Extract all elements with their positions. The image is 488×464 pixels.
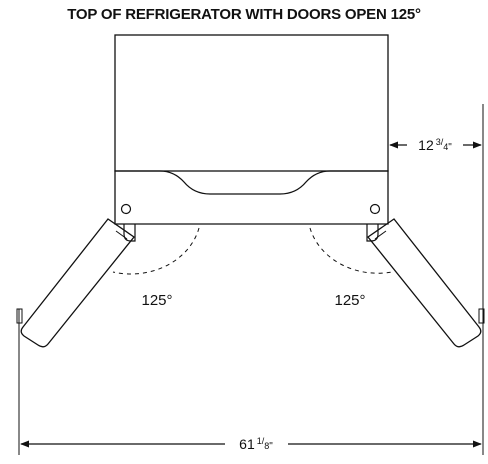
right-hinge-circle [369, 203, 381, 215]
right-swing-arc [309, 227, 393, 274]
left-door [16, 218, 135, 348]
right-door [367, 218, 485, 348]
refrigerator-cabinet [114, 34, 389, 172]
left-angle-label: 125° [141, 292, 172, 309]
left-hinge-circle [120, 203, 132, 215]
door-top-band [114, 170, 389, 225]
diagram-title: TOP OF REFRIGERATOR WITH DOORS OPEN 125° [67, 6, 421, 23]
right-angle-label: 125° [334, 292, 365, 309]
left-swing-arc [112, 227, 200, 275]
